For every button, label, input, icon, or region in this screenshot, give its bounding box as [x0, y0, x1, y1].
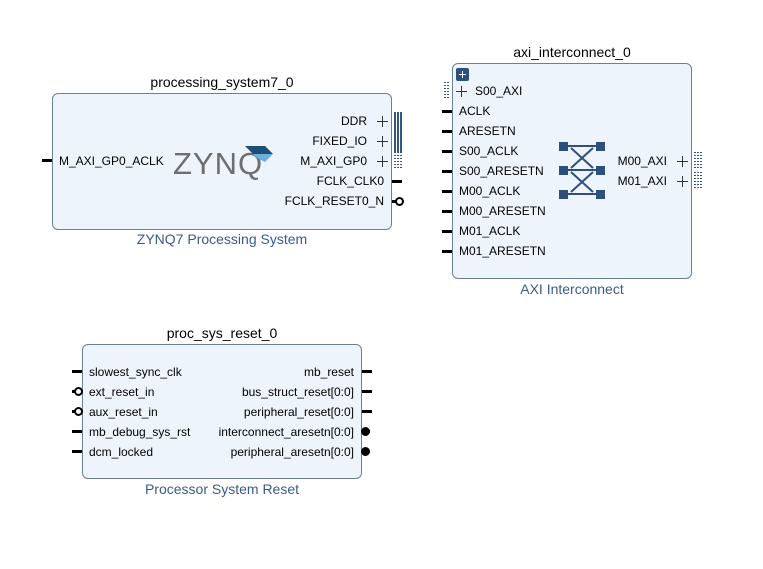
axi-port-s00-axi[interactable]: S00_AXI [475, 84, 523, 98]
axi-port-m01-axi[interactable]: M01_AXI [617, 174, 667, 188]
axi-port-m00-axi[interactable]: M00_AXI [617, 154, 667, 168]
reset-port-peripheral-reset[interactable]: peripheral_reset[0:0] [243, 405, 354, 419]
axi-port-aresetn[interactable]: ARESETN [459, 124, 516, 138]
reset-port-interconnect-aresetn[interactable]: interconnect_aresetn[0:0] [218, 425, 354, 439]
reset-port-ext-reset-in[interactable]: ext_reset_in [89, 385, 155, 399]
reset-pin-peripheral-reset[interactable] [362, 410, 372, 413]
axi-pin-m00-aresetn[interactable] [442, 210, 452, 213]
ps7-instance-name: processing_system7_0 [150, 74, 294, 90]
reset-port-mb-debug-sys-rst[interactable]: mb_debug_sys_rst [89, 425, 191, 439]
axi-port-s00-aclk[interactable]: S00_ACLK [459, 144, 519, 158]
ps7-port-fixed-io[interactable]: FIXED_IO [312, 134, 367, 148]
reset-pin-dcm-locked[interactable] [72, 450, 82, 453]
ps7-port-m-axi-gp0-aclk[interactable]: M_AXI_GP0_ACLK [59, 154, 164, 168]
axi-pin-m01-aclk[interactable] [442, 230, 452, 233]
axi-pin-m00-aclk[interactable] [442, 190, 452, 193]
axi-port-s00-aresetn[interactable]: S00_ARESETN [459, 164, 544, 178]
s00-axi-expand-icon[interactable] [456, 86, 467, 97]
crossbar-icon [559, 142, 605, 199]
reset-pin-slowest-sync-clk[interactable] [72, 370, 82, 373]
zynq-logo-text: ZYNQ [173, 146, 264, 181]
ps7-ddr-expand-icon[interactable] [377, 116, 388, 127]
ps7-port-m-axi-gp0[interactable]: M_AXI_GP0 [300, 154, 367, 168]
peripheral-aresetn-invert-bubble[interactable] [361, 447, 370, 456]
axi-m01-axi-bus-pin[interactable] [693, 172, 703, 190]
reset-port-mb-reset[interactable]: mb_reset [303, 365, 354, 379]
m01-axi-expand-icon[interactable] [677, 176, 688, 187]
axi-port-m00-aresetn[interactable]: M00_ARESETN [459, 204, 546, 218]
m00-axi-expand-icon[interactable] [677, 156, 688, 167]
ps7-pin-m-axi-gp0-aclk[interactable] [42, 159, 52, 162]
ps7-fixed-io-expand-icon[interactable] [377, 136, 388, 147]
axi-port-m01-aclk[interactable]: M01_ACLK [459, 224, 521, 238]
axi-interconnect-block[interactable]: S00_AXI ACLK ARESETN S00_ACLK S00_ARESET… [452, 63, 692, 279]
ps7-type-label: ZYNQ7 Processing System [136, 231, 308, 247]
axi-pin-s00-aresetn[interactable] [442, 170, 452, 173]
ps7-port-fclk-clk0[interactable]: FCLK_CLK0 [316, 174, 384, 188]
axi-pin-aclk[interactable] [442, 110, 452, 113]
reset-port-aux-reset-in[interactable]: aux_reset_in [89, 405, 158, 419]
zynq-logo: ZYNQ [173, 144, 283, 184]
reset-pin-bus-struct-reset[interactable] [362, 390, 372, 393]
ps7-port-ddr[interactable]: DDR [341, 114, 367, 128]
ps7-pin-fclk-reset0-n[interactable] [392, 200, 396, 203]
proc-sys-reset-type-label: Processor System Reset [144, 481, 300, 497]
reset-pin-mb-debug-sys-rst[interactable] [72, 430, 82, 433]
ps7-port-fclk-reset0-n[interactable]: FCLK_RESET0_N [284, 194, 384, 208]
axi-interconnect-instance-name: axi_interconnect_0 [513, 44, 631, 60]
interconnect-aresetn-invert-bubble[interactable] [361, 427, 370, 436]
zynq-logo-mark [245, 146, 273, 162]
reset-port-slowest-sync-clk[interactable]: slowest_sync_clk [89, 365, 182, 379]
ps7-fclk-reset0-n-invert-bubble[interactable] [395, 197, 404, 206]
reset-pin-mb-reset[interactable] [362, 370, 372, 373]
axi-m00-axi-bus-pin[interactable] [693, 152, 703, 170]
axi-s00-axi-bus-pin[interactable] [443, 82, 452, 100]
proc-sys-reset-block[interactable]: slowest_sync_clk ext_reset_in aux_reset_… [82, 344, 362, 479]
axi-pin-aresetn[interactable] [442, 130, 452, 133]
axi-pin-s00-aclk[interactable] [442, 150, 452, 153]
ps7-m-axi-gp0-expand-icon[interactable] [377, 156, 388, 167]
axi-port-m00-aclk[interactable]: M00_ACLK [459, 184, 521, 198]
reset-port-bus-struct-reset[interactable]: bus_struct_reset[0:0] [241, 385, 354, 399]
ps7-ddr-bus-pin[interactable] [393, 112, 403, 132]
axi-port-m01-aresetn[interactable]: M01_ARESETN [459, 244, 546, 258]
aux-reset-in-invert-bubble[interactable] [74, 407, 83, 416]
ps7-m-axi-gp0-bus-pin[interactable] [393, 152, 403, 170]
reset-port-peripheral-aresetn[interactable]: peripheral_aresetn[0:0] [230, 445, 354, 459]
ext-reset-in-invert-bubble[interactable] [74, 387, 83, 396]
ps7-fixed-io-bus-pin[interactable] [393, 132, 403, 152]
plus-square-icon[interactable] [456, 68, 469, 81]
axi-port-aclk[interactable]: ACLK [459, 104, 491, 118]
reset-port-dcm-locked[interactable]: dcm_locked [89, 445, 154, 459]
ps7-block[interactable]: ZYNQ M_AXI_GP0_ACLK DDR FIXED_IO M_AXI_G… [52, 93, 392, 230]
proc-sys-reset-instance-name: proc_sys_reset_0 [166, 325, 278, 341]
axi-interconnect-type-label: AXI Interconnect [520, 281, 624, 297]
ps7-pin-fclk-clk0[interactable] [392, 180, 402, 183]
axi-pin-m01-aresetn[interactable] [442, 250, 452, 253]
